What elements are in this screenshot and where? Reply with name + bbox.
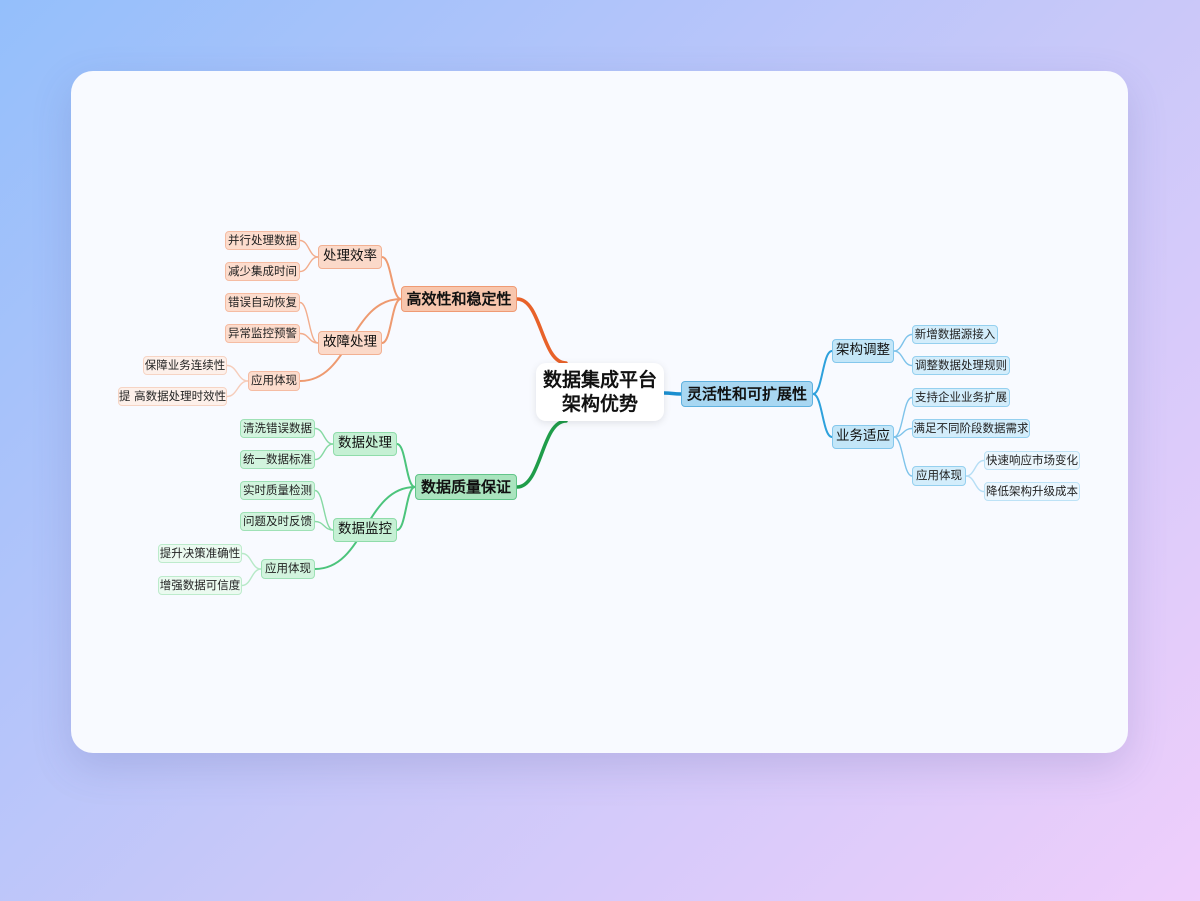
leaf-realtime-quality-check[interactable]: 实时质量检测 — [240, 481, 315, 500]
leaf-data-credibility[interactable]: 增强数据可信度 — [158, 576, 242, 595]
link-leaf-data-credibility — [241, 568, 262, 587]
leaf-auto-error-recovery[interactable]: 错误自动恢复 — [225, 293, 300, 312]
link-sub-data-monitoring — [396, 486, 416, 531]
leaf-business-continuity[interactable]: 保障业务连续性 — [143, 356, 227, 375]
leaf-stage-data-demand[interactable]: 满足不同阶段数据需求 — [912, 419, 1030, 438]
link-leaf-clean-error-data — [314, 427, 334, 445]
sub-business-adaptation[interactable]: 业务适应 — [832, 425, 894, 449]
link-leaf-anomaly-alert — [299, 332, 319, 344]
leaf-timely-feedback[interactable]: 问题及时反馈 — [240, 512, 315, 531]
mindmap-canvas: 数据集成平台 架构优势 高效性和稳定性 处理效率 并行处理数据 减少集成时间 故… — [71, 71, 1128, 753]
sub-architecture-adjustment[interactable]: 架构调整 — [832, 339, 894, 363]
root-topic[interactable]: 数据集成平台 架构优势 — [536, 363, 664, 421]
link-sub-application-flexibility — [893, 436, 913, 477]
sub-data-monitoring[interactable]: 数据监控 — [333, 518, 397, 542]
link-root-efficiency — [515, 297, 568, 365]
leaf-decision-accuracy[interactable]: 提升决策准确性 — [158, 544, 242, 563]
link-leaf-lower-upgrade-cost — [965, 475, 985, 493]
link-sub-processing-efficiency — [381, 256, 402, 300]
leaf-anomaly-alert[interactable]: 异常监控预警 — [225, 324, 300, 343]
leaf-new-data-source[interactable]: 新增数据源接入 — [912, 325, 998, 344]
link-sub-fault-handling — [381, 298, 402, 344]
link-leaf-realtime-quality-check — [314, 489, 334, 531]
link-leaf-business-continuity — [226, 364, 249, 382]
link-sub-architecture-adjustment — [812, 350, 833, 395]
root-topic-line2: 架构优势 — [561, 392, 638, 415]
link-leaf-rapid-market-response — [965, 459, 985, 477]
leaf-support-business-expansion[interactable]: 支持企业业务扩展 — [912, 388, 1010, 407]
leaf-clean-error-data[interactable]: 清洗错误数据 — [240, 419, 315, 438]
leaf-unify-data-standard[interactable]: 统一数据标准 — [240, 450, 315, 469]
link-leaf-stage-data-demand — [893, 427, 913, 438]
sub-application-efficiency[interactable]: 应用体现 — [248, 371, 300, 391]
link-leaf-decision-accuracy — [241, 552, 262, 570]
link-sub-data-processing — [396, 443, 416, 488]
link-leaf-parallel-processing — [299, 239, 319, 258]
leaf-parallel-processing[interactable]: 并行处理数据 — [225, 231, 300, 250]
link-root-quality — [515, 419, 568, 489]
branch-flexibility-scalability[interactable]: 灵活性和可扩展性 — [681, 381, 813, 407]
link-leaf-timely-feedback — [314, 520, 334, 531]
link-leaf-unify-data-standard — [314, 443, 334, 461]
link-leaf-new-data-source — [893, 333, 913, 352]
link-sub-business-adaptation — [812, 393, 833, 438]
leaf-rapid-market-response[interactable]: 快速响应市场变化 — [984, 451, 1080, 470]
leaf-reduce-integration-time[interactable]: 减少集成时间 — [225, 262, 300, 281]
leaf-timeliness[interactable]: 提 高数据处理时效性 — [118, 387, 227, 406]
leaf-lower-upgrade-cost[interactable]: 降低架构升级成本 — [984, 482, 1080, 501]
branch-efficiency-stability[interactable]: 高效性和稳定性 — [401, 286, 517, 312]
sub-processing-efficiency[interactable]: 处理效率 — [318, 245, 382, 269]
link-leaf-support-business-expansion — [893, 396, 913, 438]
root-topic-line1: 数据集成平台 — [542, 368, 657, 391]
leaf-adjust-processing-rules[interactable]: 调整数据处理规则 — [912, 356, 1010, 375]
sub-fault-handling[interactable]: 故障处理 — [318, 331, 382, 355]
sub-application-quality[interactable]: 应用体现 — [261, 559, 315, 579]
branch-data-quality[interactable]: 数据质量保证 — [415, 474, 517, 500]
link-leaf-reduce-integration-time — [299, 256, 319, 273]
sub-application-flexibility[interactable]: 应用体现 — [912, 466, 966, 486]
link-leaf-adjust-processing-rules — [893, 350, 913, 367]
sub-data-processing[interactable]: 数据处理 — [333, 432, 397, 456]
link-leaf-timeliness — [226, 380, 249, 398]
link-root-flexibility — [662, 391, 683, 396]
link-leaf-auto-error-recovery — [299, 301, 319, 344]
